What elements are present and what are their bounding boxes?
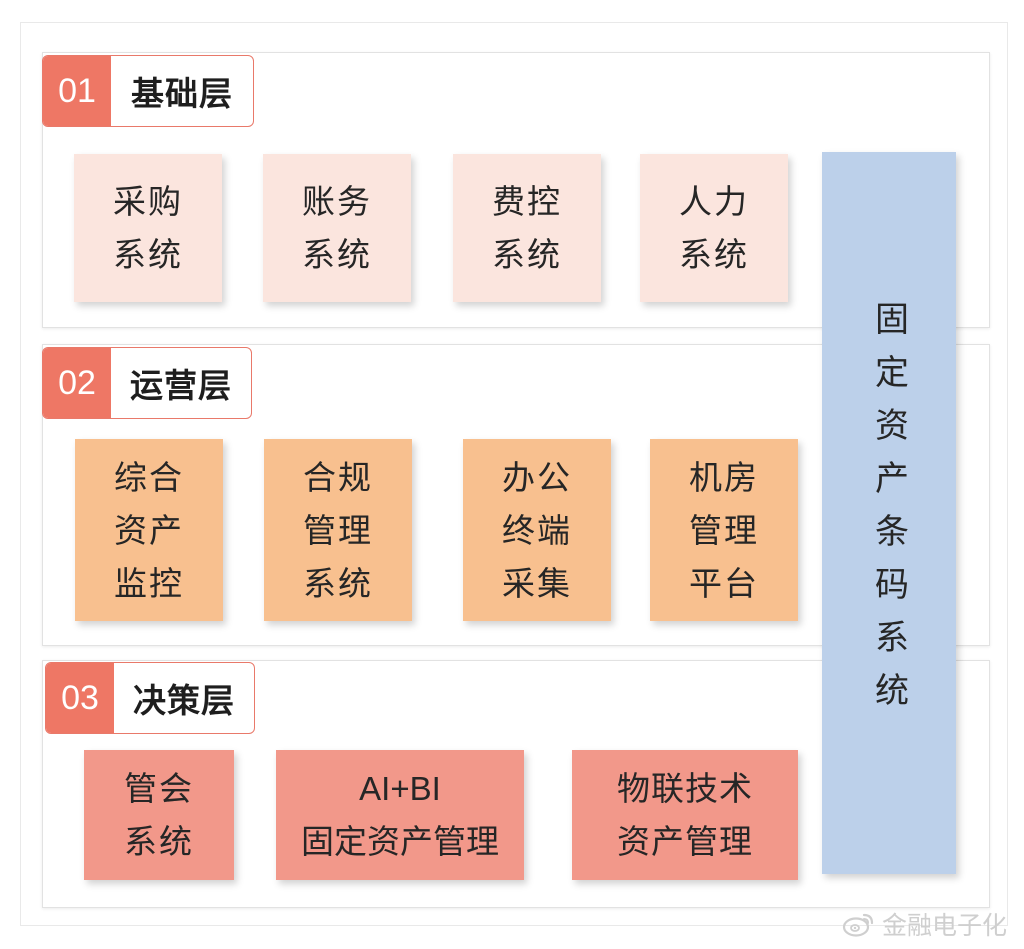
weibo-icon bbox=[842, 913, 874, 937]
box-line: 监控 bbox=[114, 563, 184, 603]
box-line: 采购 bbox=[113, 182, 183, 221]
office-terminal-box: 办公 终端 采集 bbox=[463, 439, 611, 621]
procurement-system-box: 采购 系统 bbox=[74, 154, 222, 302]
management-accounting-box: 管会 系统 bbox=[84, 750, 234, 880]
box-line: 合规 bbox=[303, 457, 373, 497]
layer-title: 运营层 bbox=[130, 366, 232, 405]
fixed-asset-barcode-system-bar: 固定资产条码系统 bbox=[822, 152, 956, 874]
layer-header-decision: 03 决策层 bbox=[45, 662, 255, 734]
layer-number: 02 bbox=[43, 348, 111, 418]
box-line: 采集 bbox=[502, 563, 572, 603]
box-line: 物联技术 bbox=[617, 769, 753, 808]
box-line: 资产管理 bbox=[617, 822, 753, 861]
layer-title: 基础层 bbox=[131, 74, 233, 113]
box-line: 管理 bbox=[303, 510, 373, 550]
box-line: 账务 bbox=[302, 182, 372, 221]
watermark: 金融电子化 bbox=[842, 906, 1007, 942]
box-line: 系统 bbox=[124, 822, 194, 861]
box-line: 固定资产管理 bbox=[301, 822, 499, 861]
box-line: 系统 bbox=[113, 235, 183, 274]
box-line: 平台 bbox=[689, 563, 759, 603]
box-line: 管理 bbox=[689, 510, 759, 550]
ai-bi-asset-management-box: AI+BI 固定资产管理 bbox=[276, 750, 524, 880]
box-line: 费控 bbox=[492, 182, 562, 221]
barcode-system-label: 固定资产条码系统 bbox=[868, 301, 909, 725]
box-line: 综合 bbox=[114, 457, 184, 497]
watermark-text: 金融电子化 bbox=[882, 911, 1008, 940]
layer-number: 03 bbox=[46, 663, 114, 733]
box-line: 终端 bbox=[502, 510, 572, 550]
box-line: 系统 bbox=[303, 563, 373, 603]
server-room-platform-box: 机房 管理 平台 bbox=[650, 439, 798, 621]
expense-control-system-box: 费控 系统 bbox=[453, 154, 601, 302]
layer-header-operations: 02 运营层 bbox=[42, 347, 252, 419]
box-line: 人力 bbox=[679, 182, 749, 221]
box-line: 系统 bbox=[492, 235, 562, 274]
layer-number: 01 bbox=[43, 56, 111, 126]
asset-monitoring-box: 综合 资产 监控 bbox=[75, 439, 223, 621]
hr-system-box: 人力 系统 bbox=[640, 154, 788, 302]
box-line: 办公 bbox=[502, 457, 572, 497]
box-line: 系统 bbox=[679, 235, 749, 274]
box-line: 系统 bbox=[302, 235, 372, 274]
layer-header-base: 01 基础层 bbox=[42, 55, 254, 127]
box-line: 资产 bbox=[114, 510, 184, 550]
iot-asset-management-box: 物联技术 资产管理 bbox=[572, 750, 798, 880]
box-line: 管会 bbox=[124, 769, 194, 808]
accounting-system-box: 账务 系统 bbox=[263, 154, 411, 302]
box-line: AI+BI bbox=[359, 770, 441, 807]
layer-title: 决策层 bbox=[133, 681, 235, 720]
box-line: 机房 bbox=[689, 457, 759, 497]
compliance-management-box: 合规 管理 系统 bbox=[264, 439, 412, 621]
